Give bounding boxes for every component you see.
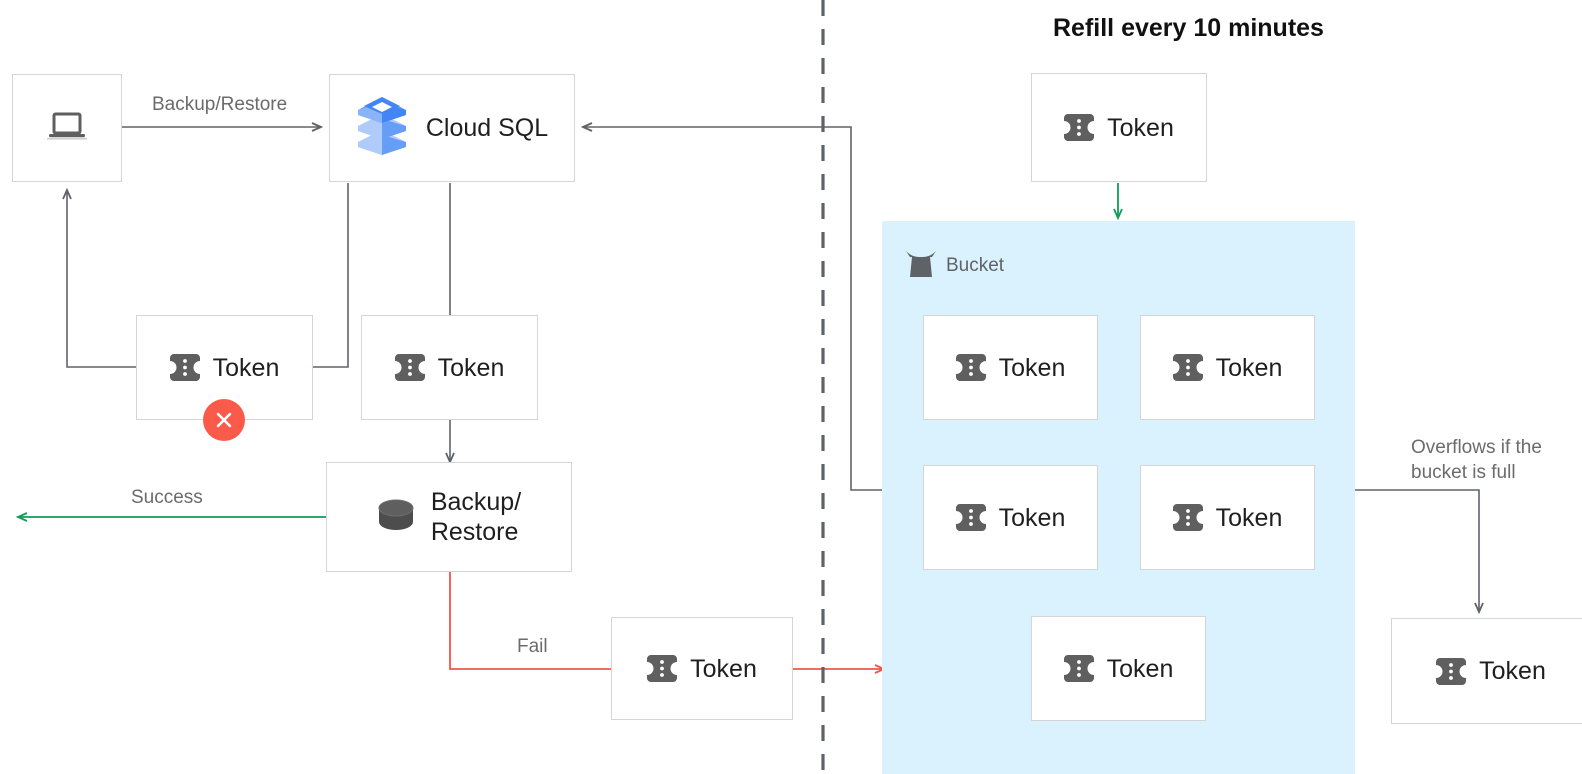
backup-restore-label: Backup/ Restore bbox=[430, 488, 522, 546]
bucket-token-3[interactable]: Token bbox=[923, 465, 1098, 570]
bucket-token-5[interactable]: Token bbox=[1031, 616, 1206, 721]
edge-bucket-to-cloudsql bbox=[583, 127, 882, 491]
bucket-token-4[interactable]: Token bbox=[1140, 465, 1315, 570]
token-label: Token bbox=[1215, 353, 1283, 382]
edge-token-failed-to-client bbox=[67, 190, 136, 368]
bucket-icon bbox=[905, 248, 937, 283]
bucket-token-1[interactable]: Token bbox=[923, 315, 1098, 420]
bucket-token-2[interactable]: Token bbox=[1140, 315, 1315, 420]
token-icon bbox=[394, 354, 425, 381]
token-icon bbox=[1436, 657, 1467, 685]
cloud-sql-icon bbox=[356, 96, 408, 160]
bucket-label: Bucket bbox=[946, 254, 1005, 276]
token-icon bbox=[955, 354, 986, 381]
client-node[interactable] bbox=[12, 74, 122, 182]
token-overflow-node[interactable]: Token bbox=[1391, 618, 1582, 724]
token-icon bbox=[1172, 354, 1203, 381]
cloud-sql-node[interactable]: Cloud SQL bbox=[329, 74, 575, 182]
edge-label-fail: Fail bbox=[517, 636, 548, 657]
edge-label-backup-restore: Backup/Restore bbox=[152, 94, 288, 115]
token-label: Token bbox=[1107, 113, 1174, 142]
token-icon bbox=[647, 655, 678, 682]
token-consumed-node[interactable]: Token bbox=[361, 315, 538, 420]
backup-restore-node[interactable]: Backup/ Restore bbox=[326, 462, 572, 572]
token-label: Token bbox=[1106, 654, 1174, 683]
token-icon bbox=[1064, 114, 1095, 141]
token-label: Token bbox=[437, 353, 505, 382]
token-label: Token bbox=[998, 503, 1066, 532]
token-fail-out-node[interactable]: Token bbox=[611, 617, 793, 720]
token-label: Token bbox=[690, 654, 757, 683]
token-icon bbox=[955, 504, 986, 531]
edge-label-overflow: Overflows if the bucket is full bbox=[1411, 437, 1542, 484]
laptop-icon bbox=[47, 110, 87, 147]
cloud-sql-label: Cloud SQL bbox=[425, 114, 549, 142]
token-icon bbox=[169, 354, 200, 381]
edge-label-success: Success bbox=[131, 487, 203, 508]
bucket-header: Bucket bbox=[905, 248, 1004, 283]
token-label: Token bbox=[1479, 657, 1546, 685]
error-x-icon bbox=[203, 399, 245, 441]
edge-cloudsql-to-token-failed bbox=[313, 183, 349, 368]
token-label: Token bbox=[1215, 503, 1283, 532]
token-icon bbox=[1172, 504, 1203, 531]
database-icon bbox=[377, 499, 415, 536]
token-icon bbox=[1063, 655, 1094, 682]
refill-title: Refill every 10 minutes bbox=[1053, 14, 1324, 42]
token-label: Token bbox=[212, 353, 280, 382]
edge-bucket-overflow bbox=[1355, 489, 1479, 612]
token-refill-node[interactable]: Token bbox=[1031, 73, 1207, 182]
token-label: Token bbox=[998, 353, 1066, 382]
